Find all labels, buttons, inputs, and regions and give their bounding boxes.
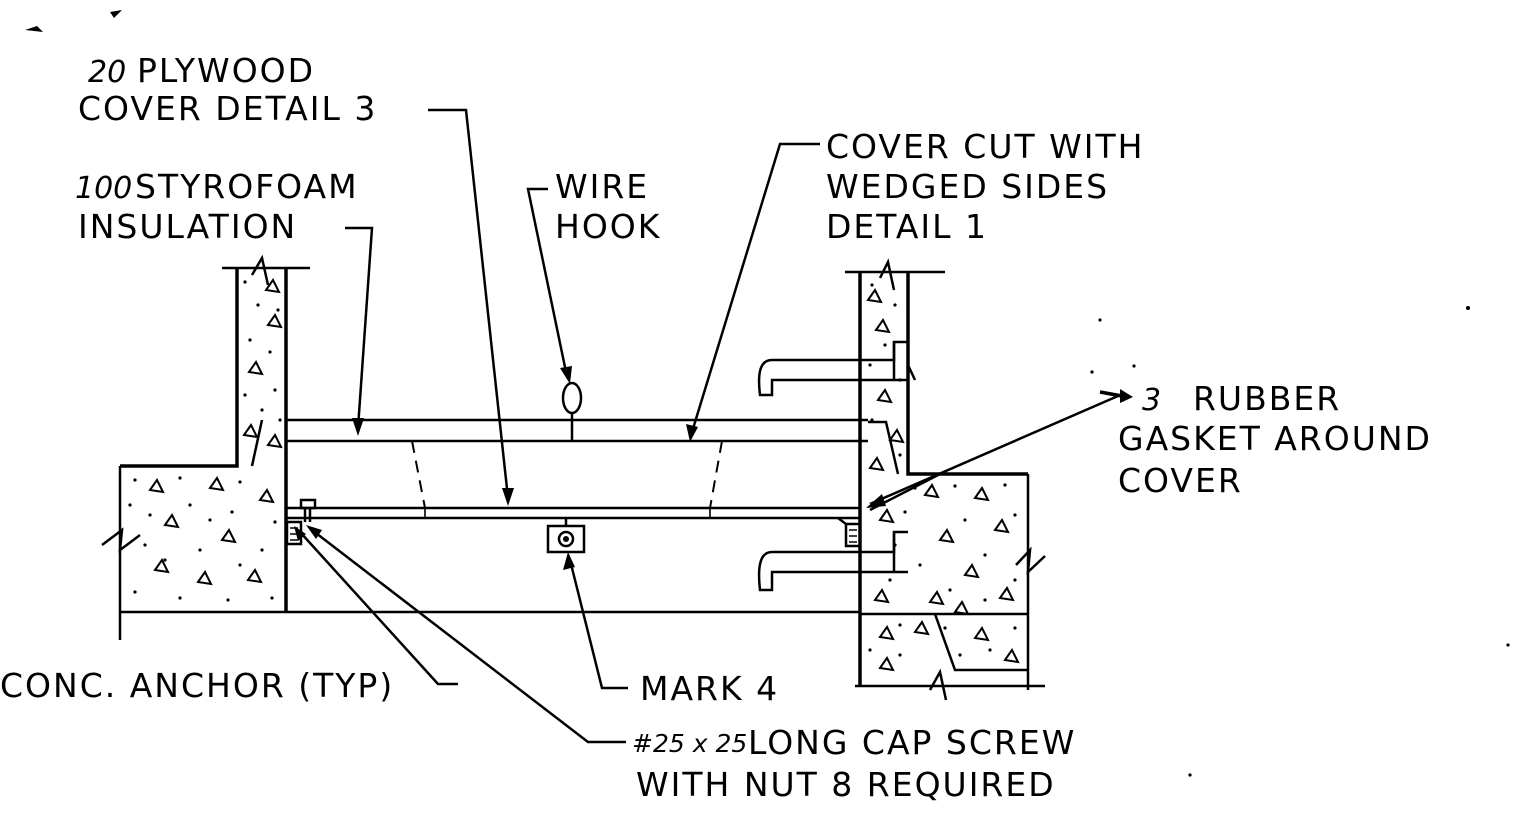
cover-cut-line-3: DETAIL 1 (826, 207, 988, 246)
scan-specks (25, 10, 1510, 777)
styrofoam-line-1: STYROFOAM (135, 167, 359, 206)
cap-screw-line-1: LONG CAP SCREW (748, 723, 1076, 762)
wire-hook (561, 381, 583, 441)
wire-hook-line-1: WIRE (555, 167, 649, 206)
leader-cover-cut (686, 142, 820, 442)
label-cover-cut: COVER CUT WITH WEDGED SIDES DETAIL 1 (826, 127, 1144, 246)
gasket-line-1: RUBBER (1193, 379, 1341, 418)
leader-mark (563, 552, 628, 690)
plywood-line-2: COVER DETAIL 3 (78, 89, 377, 128)
label-gasket: 3 RUBBER GASKET AROUND COVER (1118, 379, 1432, 500)
label-styrofoam: 100 STYROFOAM INSULATION (75, 167, 359, 246)
cap-screw-right (837, 517, 862, 548)
anchor-label: CONC. ANCHOR (TYP) (0, 666, 394, 705)
mark-4-clip (546, 518, 586, 554)
gasket-line-2: GASKET AROUND (1118, 419, 1432, 458)
label-cap-screw: #25 x 25 LONG CAP SCREW WITH NUT 8 REQUI… (632, 723, 1076, 804)
styrofoam-line-2: INSULATION (78, 207, 297, 246)
label-mark: MARK 4 (640, 669, 779, 708)
wire-hook-line-2: HOOK (555, 207, 661, 246)
cap-screw-number: #25 x 25 (632, 729, 747, 758)
anchor-bolt-upper (757, 340, 917, 397)
cover-cut-line-2: WEDGED SIDES (826, 167, 1109, 206)
leader-gasket (866, 389, 1133, 508)
plywood-line-1: PLYWOOD (137, 51, 315, 90)
leader-plywood (428, 108, 514, 506)
right-concrete-wall (845, 258, 1046, 701)
label-wire-hook: WIRE HOOK (555, 167, 661, 246)
cover-cut-line-1: COVER CUT WITH (826, 127, 1144, 166)
plywood-cover (286, 418, 868, 520)
styrofoam-number: 100 (75, 171, 132, 206)
label-anchor: CONC. ANCHOR (TYP) (0, 666, 394, 705)
mark-label: MARK 4 (640, 669, 779, 708)
gasket-number: 3 (1142, 383, 1161, 418)
leader-anchor (294, 526, 458, 686)
cap-screw-line-2: WITH NUT 8 REQUIRED (636, 765, 1056, 804)
left-concrete-wall (101, 254, 310, 640)
wedged-side-cuts (411, 440, 723, 518)
anchor-bolt-lower (757, 530, 908, 592)
leader-styrofoam (345, 226, 374, 436)
leader-cap-screw (306, 525, 626, 744)
plywood-number: 20 (88, 55, 126, 90)
label-plywood: 20 PLYWOOD COVER DETAIL 3 (78, 51, 377, 128)
leader-wire-hook (526, 187, 572, 384)
gasket-line-3: COVER (1118, 461, 1243, 500)
